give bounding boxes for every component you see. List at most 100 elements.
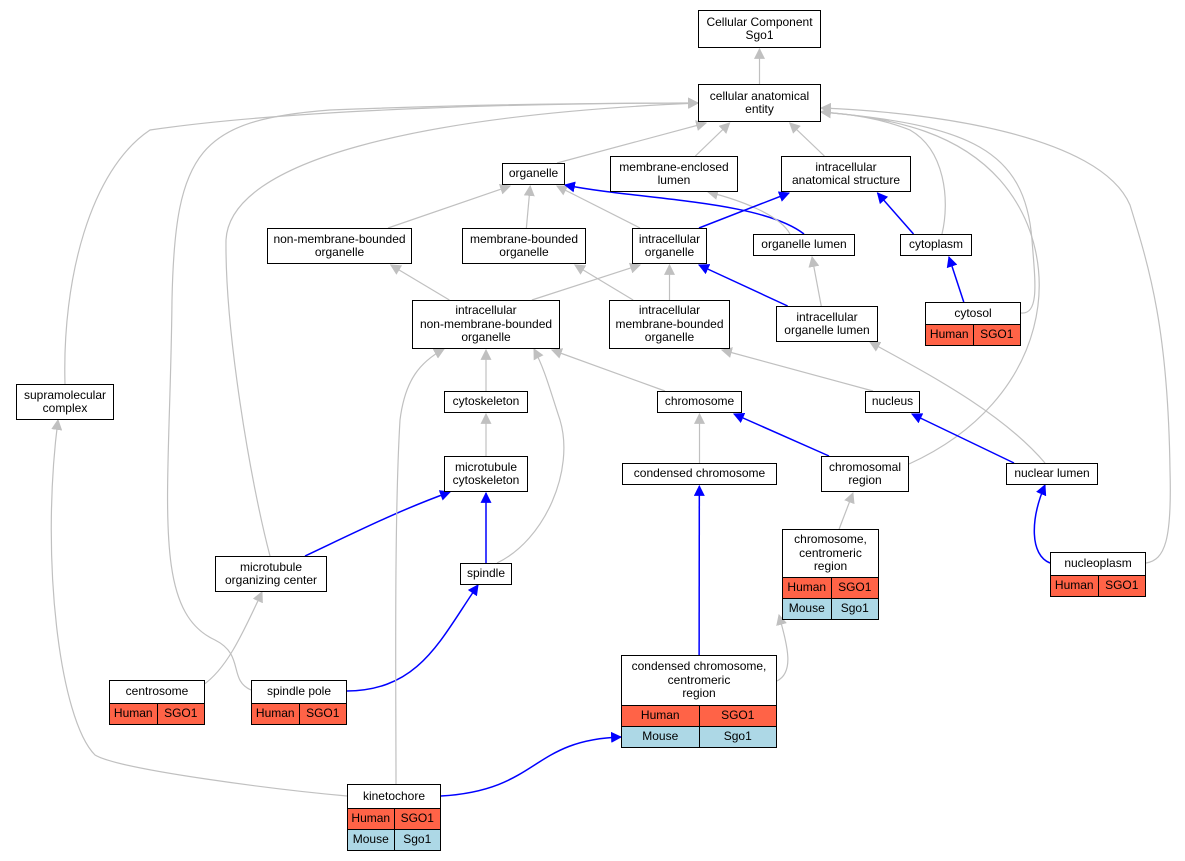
go-term-label: cytosol [954,305,992,320]
go-term-label: intracellular membrane-bounded organelle [615,303,724,345]
go-term-label: microtubule organizing center [224,559,318,587]
is-a-edge-centrosome-to-microtubule-organizing-center [202,591,263,686]
is-a-edge-intracellular-non-membrane-bounded-organelle-to-intracellular-organelle [531,262,642,301]
is-a-edge-organelle-lumen-to-membrane-enclosed-lumen [706,189,791,235]
gene-cell: SGO1 [972,325,1021,345]
go-term-label: organelle lumen [761,237,847,252]
go-term-chromosomal-region: chromosomal region [821,456,909,492]
species-cell: Mouse [788,601,825,616]
go-term-label: cellular anatomical entity [709,88,810,116]
go-term-condensed-chromosome-centromeric-region: condensed chromosome, centromeric region… [621,655,777,748]
go-term-membrane-bounded-organelle: membrane-bounded organelle [462,228,586,264]
go-term-label: organelle [508,166,559,181]
is-a-edge-intracellular-anatomical-structure-to-cellular-anatomical-entity [788,122,825,157]
species-cell: Human [255,706,295,721]
go-term-intracellular-organelle-lumen: intracellular organelle lumen [776,306,878,342]
is-a-edge-chromosome-to-intracellular-non-membrane-bounded-organelle [550,348,666,392]
species-cell: Mouse [642,729,679,744]
go-term-label: intracellular organelle lumen [784,309,870,337]
go-term-label: centrosome [125,684,189,699]
is-a-edge-membrane-bounded-organelle-to-organelle [523,184,535,229]
go-term-label: kinetochore [362,788,426,803]
part-of-edge-nuclear-lumen-to-nucleus [911,413,1015,464]
go-term-intracellular-anatomical-structure: intracellular anatomical structure [781,156,911,192]
part-of-edge-cytosol-to-cytoplasm [946,255,965,303]
go-term-nucleus: nucleus [865,391,920,413]
part-of-edge-chromosomal-region-to-chromosome [732,412,830,457]
go-term-label: non-membrane-bounded organelle [273,231,406,259]
go-term-label: spindle pole [266,684,332,699]
is-a-edge-intracellular-organelle-lumen-to-organelle-lumen [808,255,822,307]
go-term-microtubule-organizing-center: microtubule organizing center [215,556,327,592]
gene-cell: SGO1 [698,706,777,726]
go-term-condensed-chromosome: condensed chromosome [622,463,777,485]
go-term-chromosome: chromosome [657,391,742,413]
go-term-label: Cellular Component Sgo1 [706,14,813,42]
is-a-edge-chromosomal-region-to-cellular-anatomical-entity [819,107,1040,465]
is-a-edge-microtubule-organizing-center-to-cellular-anatomical-entity [225,97,700,557]
go-term-label: chromosome, centromeric region [794,532,867,574]
part-of-edge-microtubule-organizing-center-to-microtubule-cytoskeleton [304,490,452,557]
go-term-non-membrane-bounded-organelle: non-membrane-bounded organelle [267,228,412,264]
go-term-intracellular-membrane-bounded-organelle: intracellular membrane-bounded organelle [609,300,730,349]
is-a-edge-nucleus-to-intracellular-membrane-bounded-organelle [720,347,874,392]
gene-cell: SGO1 [156,704,205,724]
go-term-cellular-anatomical-entity: cellular anatomical entity [698,84,821,122]
go-term-supramolecular-complex: supramolecular complex [16,384,114,420]
go-term-label: intracellular non-membrane-bounded organ… [419,303,553,345]
part-of-edge-intracellular-organelle-lumen-to-intracellular-organelle [698,264,788,307]
is-a-edge-cytosol-to-cellular-anatomical-entity [819,107,1036,314]
go-term-nuclear-lumen: nuclear lumen [1006,463,1098,485]
annotation-row-mouse: Mouse Sgo1 [348,829,440,850]
is-a-edge-intracellular-membrane-bounded-organelle-to-membrane-bounded-organelle [573,264,634,301]
go-term-label: cytoskeleton [452,394,520,409]
go-term-label: membrane-enclosed lumen [619,159,729,187]
is-a-edge-kinetochore-to-intracellular-non-membrane-bounded-organelle [395,348,445,785]
annotation-row-mouse: Mouse Sgo1 [622,726,776,747]
is-a-edge-kinetochore-to-supramolecular-complex [50,418,348,797]
go-term-label: microtubule cytoskeleton [452,459,520,487]
go-term-label: chromosomal region [828,459,902,487]
go-term-intracellular-organelle: intracellular organelle [632,228,707,264]
gene-cell: SGO1 [393,809,441,829]
go-term-cytoskeleton: cytoskeleton [444,391,528,413]
go-term-label: intracellular anatomical structure [791,159,901,187]
gene-cell: Sgo1 [830,599,879,619]
go-term-label: nuclear lumen [1014,466,1090,481]
annotation-row-mouse: Mouse Sgo1 [783,598,878,619]
gene-cell: SGO1 [298,704,347,724]
go-term-spindle: spindle [460,563,512,585]
is-a-edge-membrane-enclosed-lumen-to-cellular-anatomical-entity [694,122,731,157]
go-term-cytoplasm: cytoplasm [900,234,972,256]
part-of-edge-intracellular-organelle-to-intracellular-anatomical-structure [698,191,791,229]
go-term-label: condensed chromosome, centromeric region [631,659,767,701]
go-term-organelle: organelle [502,163,565,185]
species-cell: Human [929,327,969,342]
gene-cell: Sgo1 [393,830,441,850]
part-of-edge-cytoplasm-to-intracellular-anatomical-structure [876,192,915,235]
species-cell: Human [351,811,391,826]
go-term-cellular-component: Cellular Component Sgo1 [698,10,821,48]
go-term-label: intracellular organelle [638,231,701,259]
is-a-edge-organelle-to-cellular-anatomical-entity [556,120,708,164]
is-a-edge-chromosome-centromeric-region-to-chromosomal-region [838,491,855,530]
is-a-edge-intracellular-non-membrane-bounded-organelle-to-non-membrane-bounded-organelle [389,264,450,301]
go-term-label: spindle [466,566,506,581]
is-a-edge-nucleoplasm-to-cellular-anatomical-entity [819,102,1171,564]
species-cell: Mouse [352,832,389,847]
gene-cell: SGO1 [830,578,879,598]
is-a-edge-spindle-to-intracellular-non-membrane-bounded-organelle [496,348,565,564]
species-cell: Human [1054,578,1094,593]
gene-cell: Sgo1 [698,727,777,747]
